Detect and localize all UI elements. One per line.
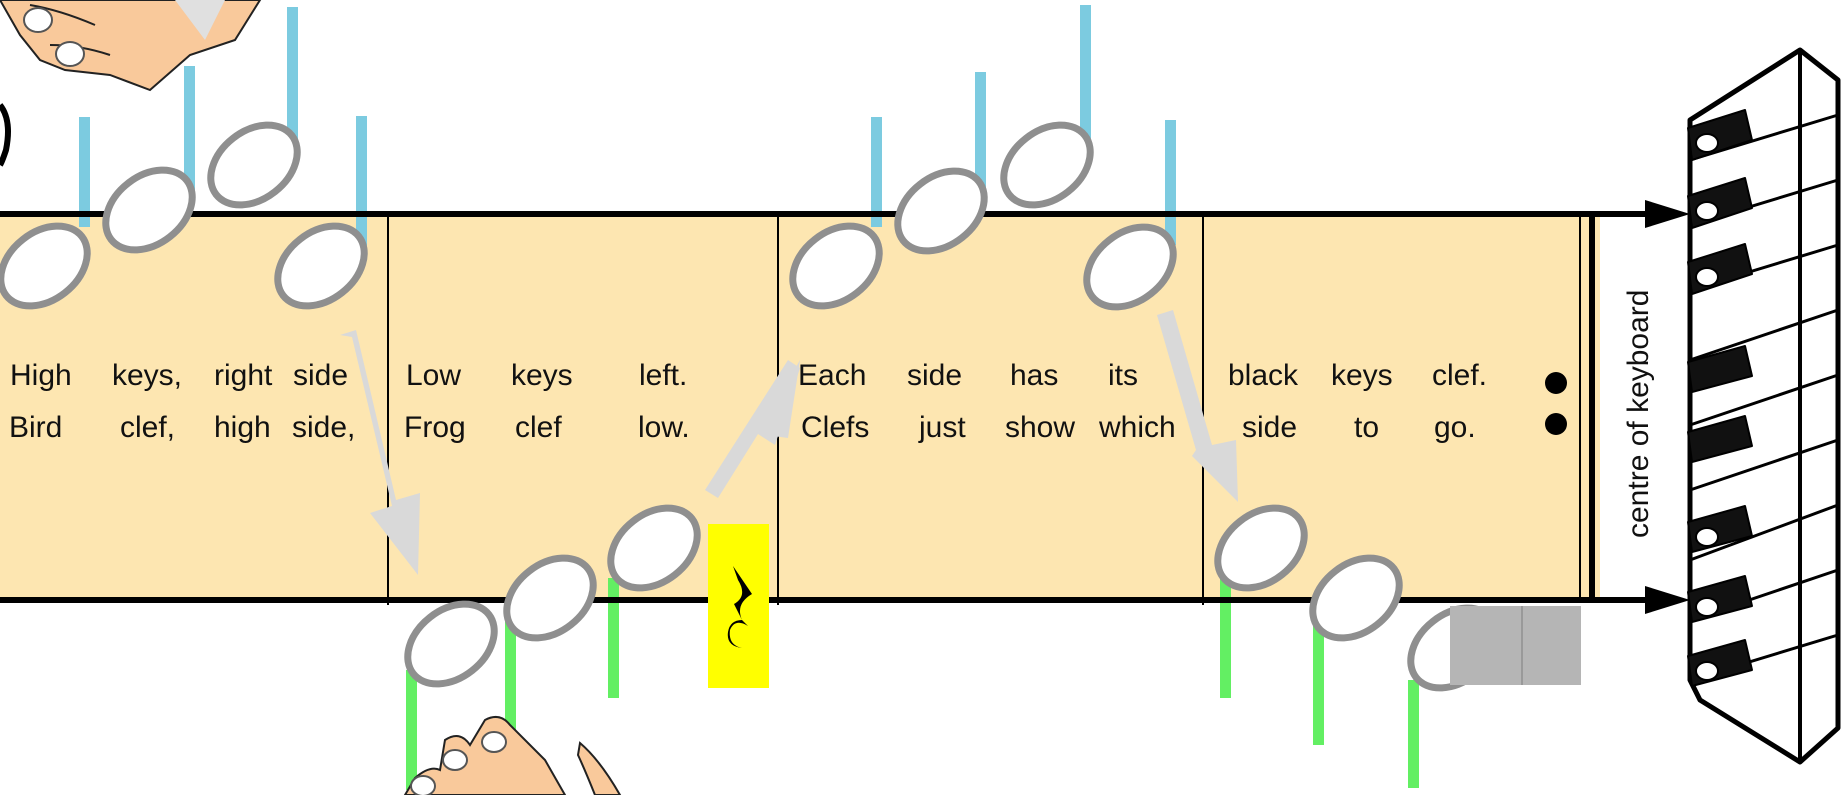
arrow-head-top	[1645, 200, 1690, 228]
lyric-word: keys,	[112, 359, 182, 392]
lyric-word: just	[918, 411, 966, 444]
lyric-word: Low	[406, 359, 461, 392]
lyric-word: left.	[639, 359, 687, 392]
note-head	[274, 222, 368, 310]
note-heads	[0, 121, 1501, 692]
lyric-word: side	[1242, 411, 1297, 444]
repeat-dots-icon	[1545, 372, 1567, 435]
note-head	[503, 554, 597, 642]
lyric-word: its	[1108, 359, 1138, 392]
lyric-word: side	[293, 359, 348, 392]
note-head	[207, 121, 301, 209]
note-head	[894, 167, 988, 255]
lyric-word: high	[214, 411, 271, 444]
lyric-word: has	[1010, 359, 1058, 392]
note-head	[789, 222, 883, 310]
keyboard-label: centre of keyboard	[1622, 290, 1655, 538]
piano-keyboard-icon	[1687, 47, 1841, 765]
note-head	[1083, 223, 1177, 311]
lyric-word: Bird	[9, 411, 62, 444]
lower-stems	[406, 578, 1419, 790]
note-head	[1000, 121, 1094, 209]
gray-box	[1450, 606, 1581, 685]
quarter-rest-icon	[708, 524, 769, 688]
lyric-word: show	[1005, 411, 1075, 444]
note-head	[1309, 554, 1403, 642]
lyric-word: side,	[292, 411, 355, 444]
lyric-word: which	[1098, 411, 1176, 444]
lyric-word: keys	[1331, 359, 1393, 392]
lyric-word: side	[907, 359, 962, 392]
note-head	[607, 504, 701, 592]
lyric-word: keys	[511, 359, 573, 392]
lyric-word: clef.	[1432, 359, 1487, 392]
lyric-word: Frog	[404, 411, 466, 444]
lyric-word: Each	[798, 359, 866, 392]
note-head	[1214, 504, 1308, 592]
arrow-head-bottom	[1645, 586, 1690, 614]
lyric-word: High	[10, 359, 72, 392]
upper-stems	[79, 5, 1176, 246]
direction-arrows	[340, 310, 1238, 575]
note-head	[404, 600, 498, 688]
lyric-word: clef	[515, 411, 562, 444]
clef-fragment	[0, 103, 11, 167]
lyric-word: right	[214, 359, 273, 392]
barlines	[387, 214, 1595, 605]
lyric-word: low.	[638, 411, 690, 444]
hand-icon	[403, 715, 622, 795]
lyric-word: black	[1228, 359, 1299, 392]
lyric-word: Clefs	[801, 411, 869, 444]
lyric-word: go.	[1434, 411, 1476, 444]
note-head	[0, 222, 91, 310]
note-head	[102, 166, 196, 254]
lyric-word: to	[1354, 411, 1379, 444]
lyric-word: clef,	[120, 411, 175, 444]
hand-icon	[0, 0, 262, 92]
lyrics: High keys, right side Low keys left. Eac…	[9, 359, 1487, 444]
